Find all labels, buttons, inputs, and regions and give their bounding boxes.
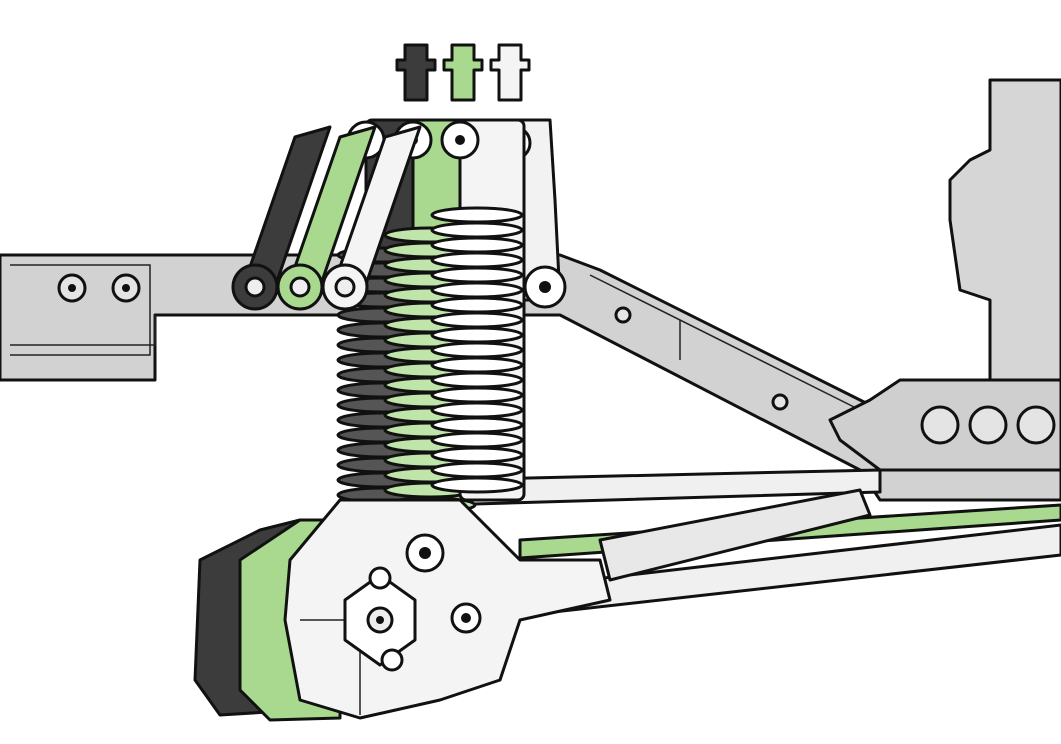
axle-housing — [193, 498, 612, 722]
frame-rail — [0, 253, 1061, 502]
transmission-housing — [828, 78, 1061, 472]
suspension-links — [438, 468, 1061, 620]
shock-white — [321, 43, 531, 502]
